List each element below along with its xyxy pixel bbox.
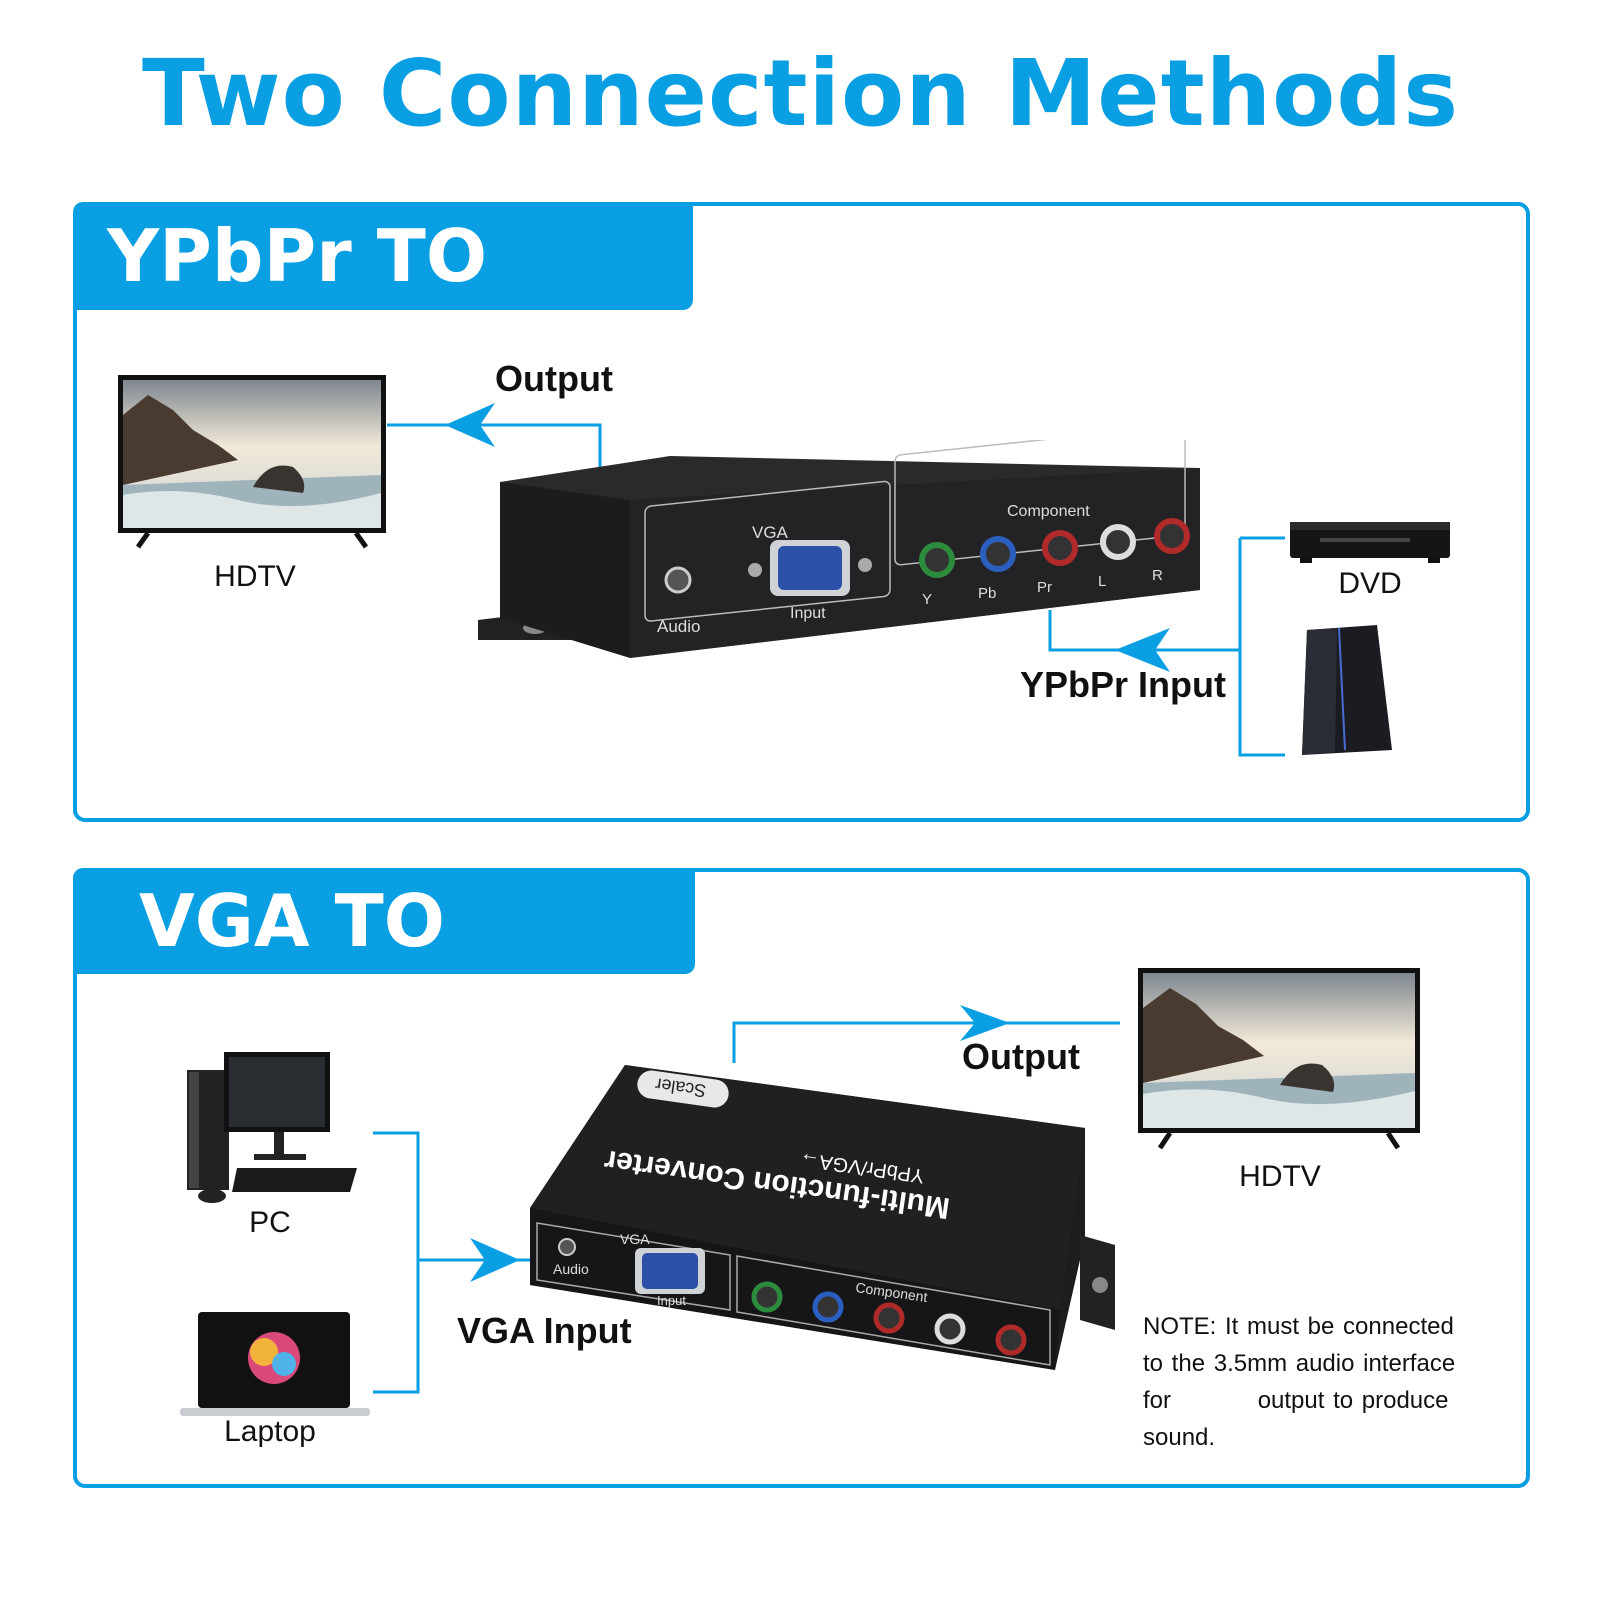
- converter-vga-label: VGA: [752, 523, 789, 542]
- vga-input-label: VGA Input: [457, 1310, 632, 1351]
- laptop-label: Laptop: [224, 1415, 316, 1448]
- port-label-pb: Pb: [978, 585, 996, 602]
- note-line: for output to produce: [1143, 1387, 1449, 1414]
- converter-component-label: Component: [1007, 503, 1090, 520]
- audio-note: NOTE: It must be connected to the 3.5mm …: [1143, 1308, 1503, 1456]
- hdtv-image: [118, 375, 386, 549]
- pc-label: PC: [249, 1206, 291, 1239]
- port-label-pr: Pr: [1037, 579, 1052, 596]
- port-label-l: L: [1098, 573, 1106, 590]
- note-line: sound.: [1143, 1424, 1216, 1451]
- converter-device: VGA Input Audio Component Y Pb Pr L R: [478, 440, 1200, 658]
- note-line: to the 3.5mm audio interface: [1143, 1350, 1456, 1377]
- dvd-player-image: [1290, 522, 1450, 563]
- output-arrow-2: [732, 1005, 1120, 1063]
- page-title: Two Connection Methods: [141, 40, 1459, 147]
- hdtv-image-2: [1138, 968, 1420, 1150]
- vga-section-panel: [73, 868, 1530, 1488]
- converter-2-vga-label: VGA: [620, 1231, 650, 1247]
- ypbpr-input-label: YPbPr Input: [1020, 664, 1226, 705]
- converter-2-audio-label: Audio: [553, 1261, 589, 1277]
- port-label-r: R: [1152, 567, 1163, 584]
- hdtv-label-2: HDTV: [1239, 1160, 1321, 1193]
- ypbpr-input-arrow: [1048, 536, 1285, 757]
- output-arrow: [387, 403, 602, 473]
- game-console-image: [1302, 625, 1392, 755]
- output-label: Output: [495, 358, 613, 399]
- port-label-y: Y: [922, 591, 932, 608]
- converter-input-label: Input: [790, 605, 826, 622]
- pc-image: [187, 1052, 357, 1203]
- ypbpr-section-panel: [73, 202, 1530, 822]
- converter-2-input-label: Input: [657, 1293, 686, 1308]
- converter-device-2: Scaler Multi-function Converter YPbPr/VG…: [530, 1065, 1115, 1370]
- vga-section-heading: VGA TO: [73, 868, 695, 974]
- ypbpr-section-heading: YPbPr TO: [73, 202, 693, 310]
- note-line: NOTE: It must be connected: [1143, 1313, 1454, 1340]
- output-label-2: Output: [962, 1036, 1080, 1077]
- laptop-image: [180, 1312, 370, 1416]
- dvd-label: DVD: [1338, 567, 1402, 600]
- converter-audio-label: Audio: [657, 617, 700, 636]
- hdtv-label: HDTV: [214, 560, 296, 593]
